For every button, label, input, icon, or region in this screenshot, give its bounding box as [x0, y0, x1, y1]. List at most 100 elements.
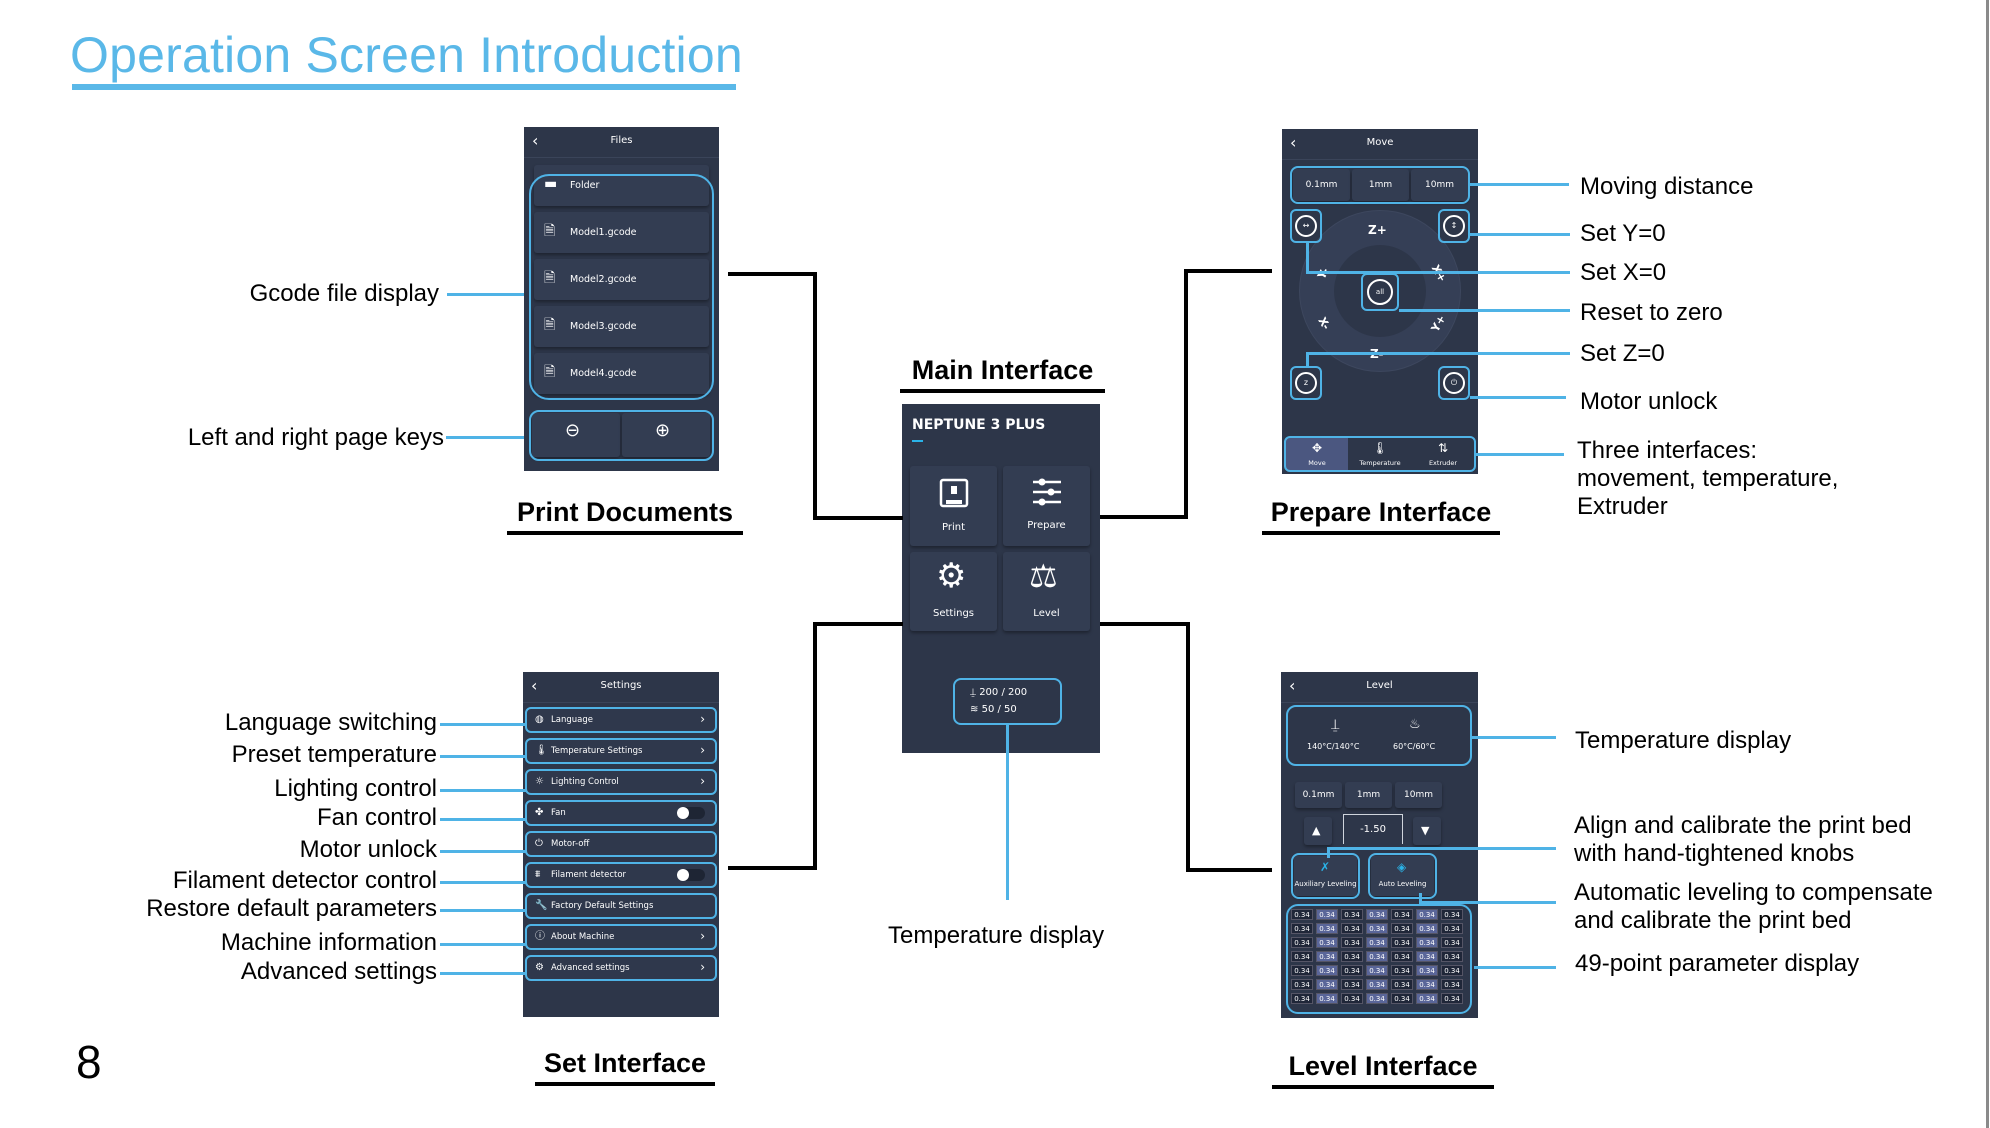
auto-leveling-button[interactable]: ◈ Auto Leveling — [1371, 856, 1434, 896]
mesh-cell: 0.34 — [1391, 993, 1413, 1004]
level-distance-0.1mm[interactable]: 0.1mm — [1295, 782, 1342, 808]
section-set-interface: Set Interface — [535, 1048, 715, 1086]
home-all-button[interactable]: all — [1367, 279, 1393, 305]
connector — [1100, 622, 1189, 626]
file-item[interactable]: 🗎Model1.gcode — [534, 212, 709, 253]
mesh-cell: 0.34 — [1366, 951, 1388, 962]
connector — [728, 272, 817, 276]
file-item[interactable]: 🗎Model2.gcode — [534, 259, 709, 300]
section-main-interface: Main Interface — [900, 355, 1105, 393]
tab-label: Temperature — [1359, 459, 1401, 467]
set-y-zero-button[interactable]: ↕ — [1443, 215, 1465, 237]
distance-0.1mm[interactable]: 0.1mm — [1293, 169, 1350, 201]
toggle-switch[interactable] — [677, 807, 705, 819]
mesh-cell: 0.34 — [1416, 951, 1438, 962]
annotation-mesh: 49-point parameter display — [1575, 950, 1860, 977]
settings-item-fan[interactable]: ✤Fan — [525, 800, 717, 826]
z-down-button[interactable]: ▼ — [1413, 817, 1441, 845]
settings-item-label: Factory Default Settings — [551, 901, 654, 911]
chevron-right-icon: › — [700, 960, 705, 974]
file-item[interactable]: 🗎Model3.gcode — [534, 306, 709, 347]
auxiliary-leveling-button[interactable]: ✗ Auxiliary Leveling — [1294, 856, 1357, 896]
z-up-button[interactable]: ▲ — [1304, 817, 1332, 845]
mesh-cell: 0.34 — [1366, 993, 1388, 1004]
tile-level[interactable]: ⚖ Level — [1003, 552, 1090, 631]
mesh-cell: 0.34 — [1441, 923, 1463, 934]
prev-page-button[interactable]: ⊖ — [532, 413, 620, 457]
mesh-cell: 0.34 — [1441, 993, 1463, 1004]
printer-icon — [939, 478, 969, 508]
settings-item-advanced-settings[interactable]: ⚙Advanced settings› — [525, 955, 717, 981]
set-z-zero-button[interactable]: z — [1295, 372, 1317, 394]
annotation-settings: Fan control — [316, 804, 437, 831]
mesh-cell: 0.34 — [1366, 965, 1388, 976]
mesh-cell: 0.34 — [1316, 979, 1338, 990]
settings-item-language[interactable]: ◍Language› — [525, 707, 717, 733]
motor-unlock-button[interactable]: ⏻ — [1443, 372, 1465, 394]
annotation-three-interfaces: Three interfaces: movement, temperature,… — [1577, 437, 1839, 520]
settings-item-label: Advanced settings — [551, 963, 630, 973]
back-icon[interactable]: ‹ — [1289, 676, 1296, 695]
leader-line — [1474, 966, 1556, 969]
settings-item-label: Fan — [551, 808, 566, 818]
main-screen: NEPTUNE 3 PLUS Print Prepare ⚙ Settings … — [902, 404, 1100, 753]
highlight-level-temp — [1286, 705, 1472, 766]
mesh-cell: 0.34 — [1366, 937, 1388, 948]
bulb-icon: ☼ — [535, 776, 544, 787]
settings-item-factory-default-settings[interactable]: 🔧Factory Default Settings — [525, 893, 717, 919]
leader-line — [1472, 736, 1556, 739]
back-icon[interactable]: ‹ — [531, 676, 538, 695]
distance-10mm[interactable]: 10mm — [1411, 169, 1468, 201]
mesh-cell: 0.34 — [1391, 923, 1413, 934]
level-distance-1mm[interactable]: 1mm — [1345, 782, 1392, 808]
heated-bed-icon: ♨ — [1409, 717, 1421, 732]
mesh-cell: 0.34 — [1441, 965, 1463, 976]
back-icon[interactable]: ‹ — [532, 131, 539, 150]
folder-item[interactable]: ▬Folder — [534, 165, 709, 206]
z-offset-value[interactable]: -1.50 — [1343, 814, 1403, 844]
annotation-settings: Restore default parameters — [146, 895, 437, 922]
level-distance-10mm[interactable]: 10mm — [1395, 782, 1442, 808]
connector — [813, 272, 817, 520]
tile-settings[interactable]: ⚙ Settings — [910, 552, 997, 631]
file-item[interactable]: 🗎Model4.gcode — [534, 353, 709, 394]
level-header: ‹ Level — [1281, 672, 1478, 703]
settings-item-label: About Machine — [551, 932, 615, 942]
mesh-cell: 0.34 — [1416, 923, 1438, 934]
thermometer-icon: 🌡 — [1372, 441, 1388, 455]
back-icon[interactable]: ‹ — [1290, 133, 1297, 152]
tile-print[interactable]: Print — [910, 466, 997, 546]
distance-1mm[interactable]: 1mm — [1352, 169, 1409, 201]
thermometer-icon: 🌡 — [535, 745, 548, 756]
z-plus-button[interactable]: Z+ — [1368, 223, 1387, 237]
mesh-cell: 0.34 — [1316, 909, 1338, 920]
toggle-switch[interactable] — [677, 869, 705, 881]
tile-prepare[interactable]: Prepare — [1003, 466, 1090, 546]
highlight-motor-unlock — [1438, 366, 1470, 400]
mesh-cell: 0.34 — [1391, 937, 1413, 948]
connector — [1186, 622, 1190, 872]
settings-item-filament-detector[interactable]: ⩩Filament detector — [525, 862, 717, 888]
annotation-auto: Automatic leveling to compensate and cal… — [1574, 879, 1933, 934]
leader-line — [1419, 893, 1422, 903]
level-screen: ‹ Level ⍊ 140°C/140°C ♨ 60°C/60°C 0.1mm … — [1281, 672, 1478, 1018]
tab-move[interactable]: ✥Move — [1286, 438, 1348, 470]
settings-item-temperature-settings[interactable]: 🌡Temperature Settings› — [525, 738, 717, 764]
set-x-icon: ↔ — [1302, 221, 1310, 230]
leader-line — [1006, 725, 1009, 900]
settings-item-lighting-control[interactable]: ☼Lighting Control› — [525, 769, 717, 795]
highlight-set-z — [1290, 366, 1322, 400]
highlight-temperature — [953, 678, 1062, 725]
page-title: Operation Screen Introduction — [70, 27, 743, 83]
file-name: Model1.gcode — [570, 227, 637, 238]
tab-temperature[interactable]: 🌡 Temperature — [1349, 438, 1411, 470]
tab-extruder[interactable]: ⇅Extruder — [1412, 438, 1474, 470]
highlight-home — [1361, 273, 1399, 311]
leader-line — [1306, 352, 1570, 355]
next-page-button[interactable]: ⊕ — [622, 413, 710, 457]
mesh-cell: 0.34 — [1316, 937, 1338, 948]
set-x-zero-button[interactable]: ↔ — [1295, 215, 1317, 237]
settings-item-motor-off[interactable]: ⏻Motor-off — [525, 831, 717, 857]
triangle-down-icon: ▼ — [1421, 824, 1430, 837]
